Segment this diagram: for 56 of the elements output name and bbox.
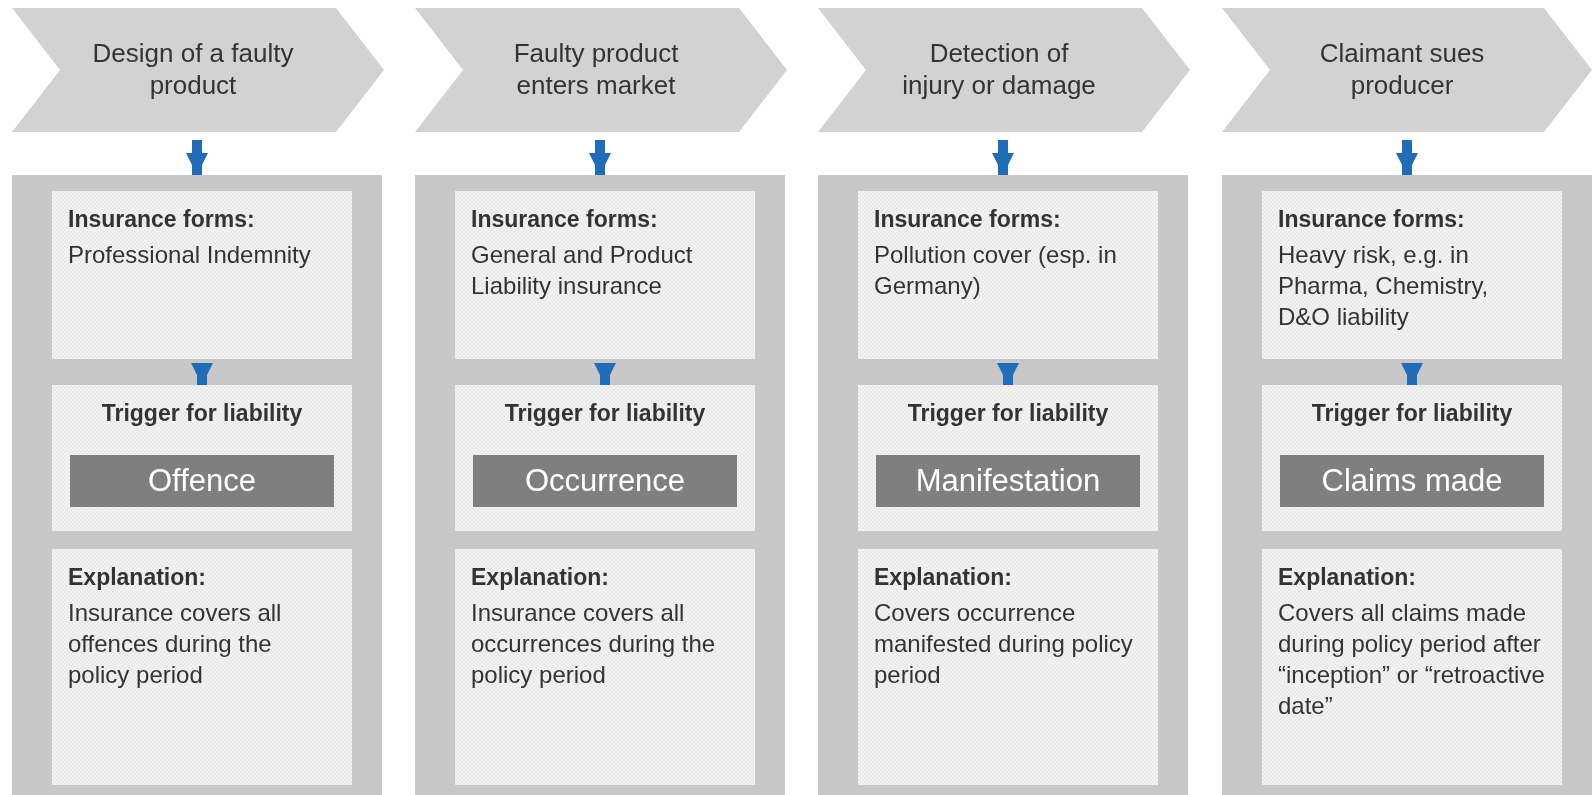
info-card xyxy=(52,549,352,785)
card-text: General and Product Liability insurance xyxy=(471,239,694,302)
step-title: Faulty product enters market xyxy=(512,38,680,102)
trigger-card xyxy=(455,385,755,531)
card-heading: Trigger for liability xyxy=(100,399,304,428)
trigger-card xyxy=(858,385,1158,531)
card-heading: Insurance forms: xyxy=(68,205,256,234)
card-text: Insurance covers all occurrences during the policy period xyxy=(471,597,717,691)
card-heading: Explanation: xyxy=(1278,563,1417,592)
card-text: Covers all claims made during policy period after “inception” or “retroactive date” xyxy=(1278,597,1546,722)
process-step xyxy=(415,8,787,132)
arrow xyxy=(191,363,213,385)
arrow xyxy=(589,140,611,175)
arrow xyxy=(997,363,1019,385)
trigger-card xyxy=(1262,385,1562,531)
step-title: Claimant sues producer xyxy=(1318,38,1486,102)
card-heading: Trigger for liability xyxy=(1310,399,1514,428)
card-heading: Explanation: xyxy=(68,563,207,592)
card-heading: Explanation: xyxy=(471,563,610,592)
trigger-label: Offence xyxy=(70,455,334,507)
arrow xyxy=(186,140,208,175)
step-title: Design of a faulty product xyxy=(91,38,295,102)
card-text: Pollution cover (esp. in Germany) xyxy=(874,239,1118,302)
info-card xyxy=(52,191,352,359)
info-card xyxy=(858,549,1158,785)
process-step xyxy=(12,8,384,132)
arrow xyxy=(1396,140,1418,175)
column-panel xyxy=(12,175,382,795)
card-heading: Insurance forms: xyxy=(1278,205,1466,234)
card-text: Insurance covers all offences during the policy period xyxy=(68,597,283,691)
info-card xyxy=(1262,549,1562,785)
card-text: Professional Indemnity xyxy=(68,239,312,270)
card-heading: Explanation: xyxy=(874,563,1013,592)
process-step xyxy=(1222,8,1592,132)
column-panel xyxy=(818,175,1188,795)
process-step xyxy=(818,8,1190,132)
arrow xyxy=(1401,363,1423,385)
card-heading: Insurance forms: xyxy=(471,205,659,234)
arrow xyxy=(992,140,1014,175)
trigger-label: Claims made xyxy=(1280,455,1544,507)
info-card xyxy=(455,191,755,359)
column-panel xyxy=(1222,175,1592,795)
column-panel xyxy=(415,175,785,795)
card-text: Covers occurrence manifested during policy period xyxy=(874,597,1134,691)
info-card xyxy=(858,191,1158,359)
trigger-label: Occurrence xyxy=(473,455,737,507)
arrow xyxy=(594,363,616,385)
info-card xyxy=(455,549,755,785)
info-card xyxy=(1262,191,1562,359)
trigger-label: Manifestation xyxy=(876,455,1140,507)
card-heading: Insurance forms: xyxy=(874,205,1062,234)
step-title: Detection of injury or damage xyxy=(901,38,1097,102)
card-text: Heavy risk, e.g. in Pharma, Chemistry, D&O liability xyxy=(1278,239,1490,333)
card-heading: Trigger for liability xyxy=(503,399,707,428)
trigger-card xyxy=(52,385,352,531)
card-heading: Trigger for liability xyxy=(906,399,1110,428)
